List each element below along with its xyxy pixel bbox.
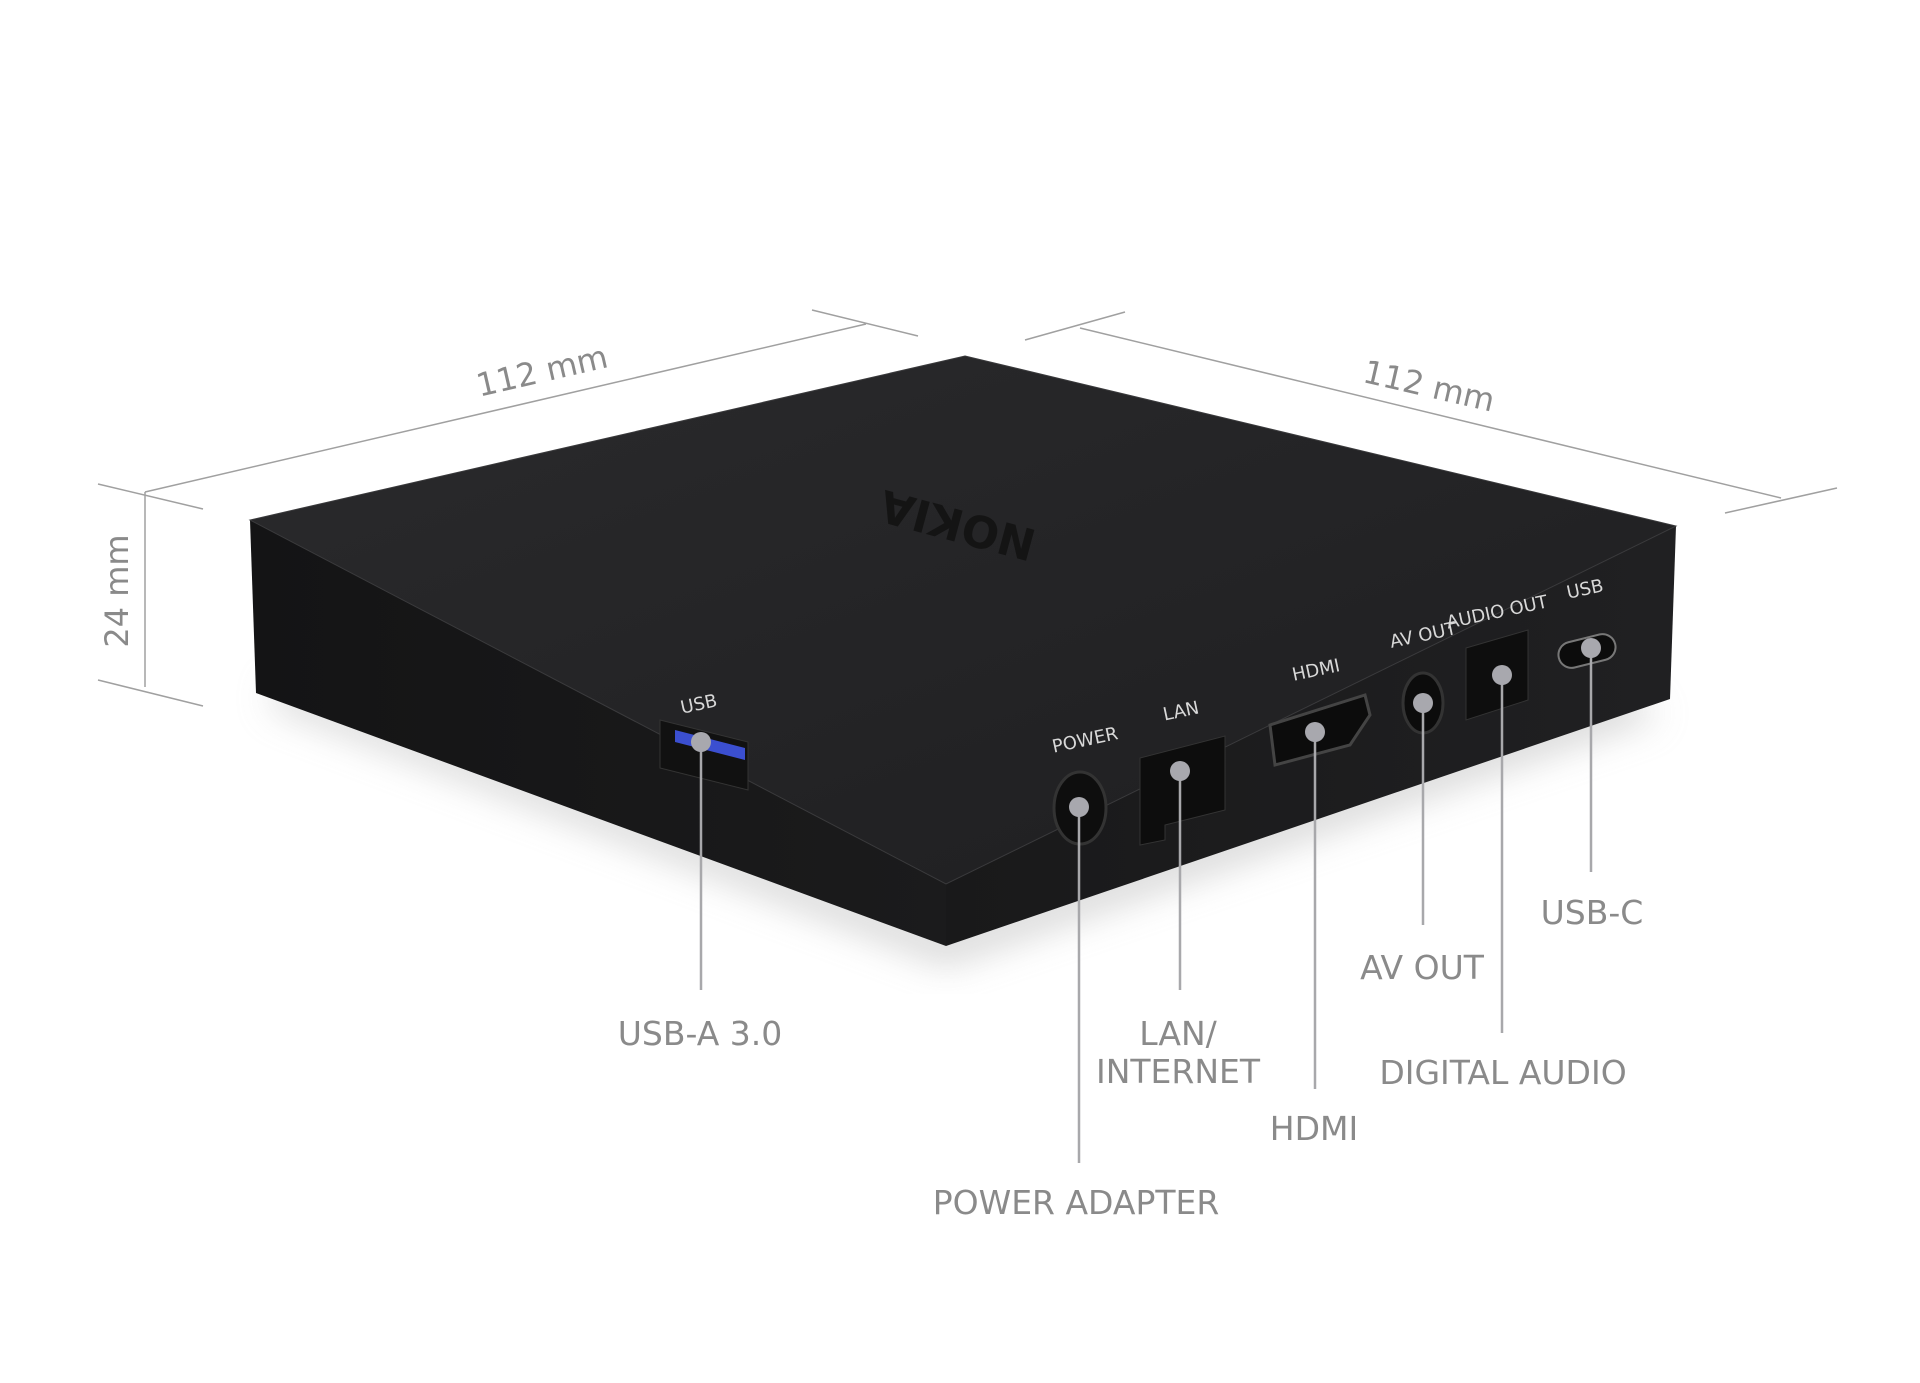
callout-leaders (691, 638, 1601, 1163)
device: NOKIA USB POWER LAN HDMI AV OUT AUDIO OU… (248, 355, 1678, 946)
callout-usb-c: USB-C (1541, 893, 1644, 932)
device-left-face (250, 520, 946, 946)
callout-usb-a: USB-A 3.0 (618, 1014, 782, 1053)
callout-lan-line2: INTERNET (1096, 1052, 1261, 1091)
width-dimension: 112 mm (473, 337, 612, 404)
callout-av-out: AV OUT (1360, 948, 1485, 987)
callout-hdmi: HDMI (1270, 1109, 1358, 1148)
device-top-face (248, 355, 1678, 885)
depth-dimension: 112 mm (1360, 352, 1499, 419)
callout-lan-line1: LAN/ (1139, 1014, 1217, 1053)
callout-power: POWER ADAPTER (933, 1183, 1220, 1222)
callout-digital-audio: DIGITAL AUDIO (1379, 1053, 1626, 1092)
height-dimension: 24 mm (98, 534, 136, 647)
lan-port (1139, 735, 1226, 846)
dimension-lines (97, 309, 1838, 707)
